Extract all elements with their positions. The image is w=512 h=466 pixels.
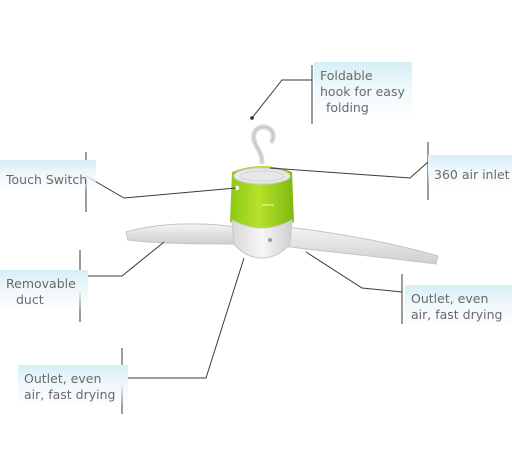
label-line: folding xyxy=(326,100,369,115)
label-line: Outlet, even xyxy=(24,371,102,386)
hook xyxy=(251,124,276,165)
label-air-inlet: 360 air inlet xyxy=(428,155,512,187)
label-line: hook for easy xyxy=(320,84,405,99)
label-outlet-left: Outlet, even air, fast drying xyxy=(18,365,128,407)
left-arm xyxy=(125,223,247,245)
duct xyxy=(231,219,293,259)
label-touch-switch: Touch Switch xyxy=(0,160,96,192)
dryer-diagram xyxy=(79,65,439,414)
label-removable-duct: Removable duct xyxy=(0,270,88,312)
label-line: Removable xyxy=(6,276,76,291)
label-line: air, fast drying xyxy=(24,387,116,402)
right-arm xyxy=(279,225,439,265)
label-line: Foldable xyxy=(320,68,373,83)
label-line: duct xyxy=(16,292,44,307)
label-outlet-right: Outlet, even air, fast drying xyxy=(405,285,512,327)
label-foldable-hook: Foldable hook for easy folding xyxy=(314,62,412,120)
air-inlet-grille xyxy=(233,167,291,185)
label-line: air, fast drying xyxy=(411,307,503,322)
touch-switch-dot xyxy=(234,185,240,191)
label-line: Outlet, even xyxy=(411,291,489,306)
